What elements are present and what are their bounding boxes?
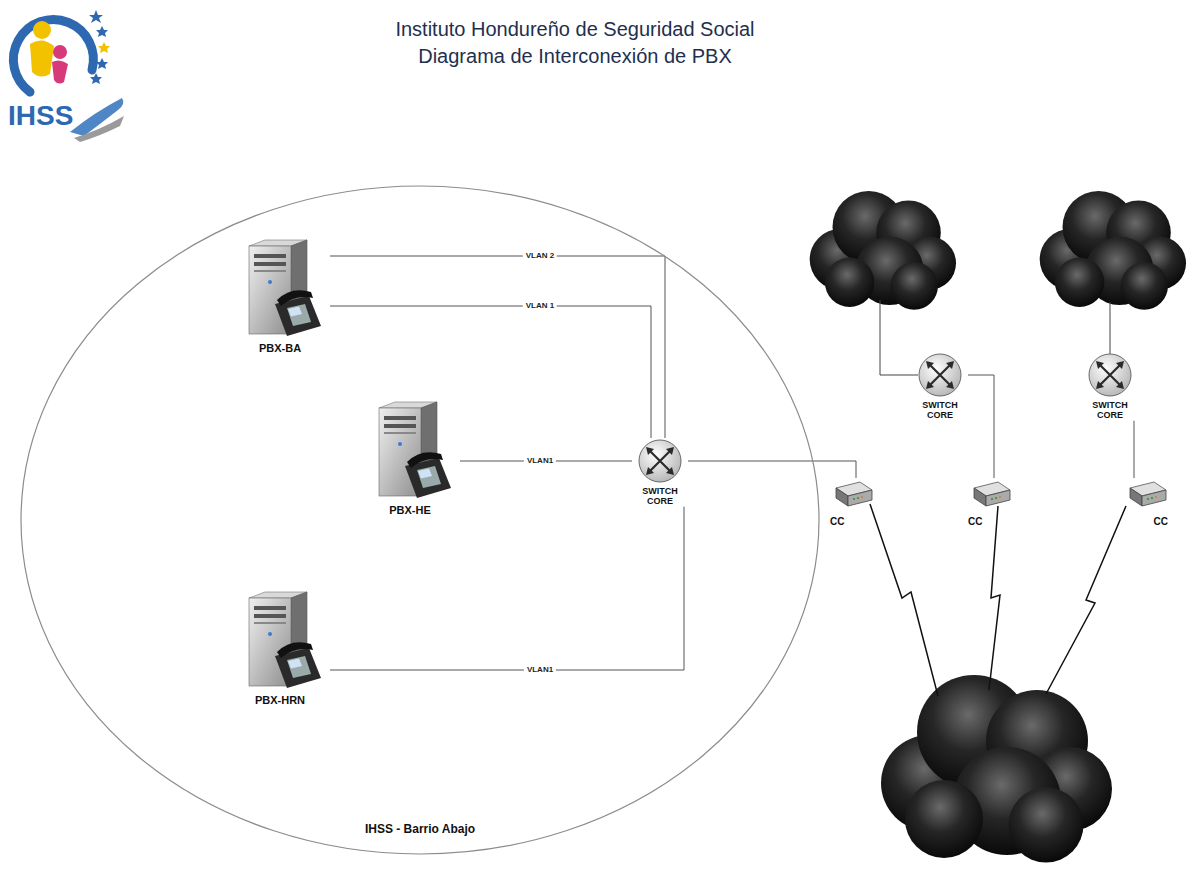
- logo-text: IHSS: [8, 100, 73, 132]
- core-switch: SWITCH CORE: [912, 352, 968, 421]
- node-label: SWITCH CORE: [632, 486, 688, 507]
- pbx-server: PBX-HRN: [230, 590, 330, 707]
- region-outline: [20, 185, 820, 855]
- vlan-label: VLAN1: [524, 457, 556, 466]
- node-label: CC: [830, 516, 844, 528]
- wire: [880, 300, 1110, 375]
- wireless-link: [870, 504, 1126, 696]
- router-icon: [1085, 352, 1135, 398]
- network-link: [688, 461, 856, 478]
- cc-modem: CC: [1112, 478, 1168, 528]
- cloud: [810, 191, 1186, 863]
- node-label: PBX-HRN: [255, 694, 305, 707]
- vlan-label: VLAN1: [524, 666, 556, 675]
- router-icon: [915, 352, 965, 398]
- vlan-label: VLAN 1: [523, 302, 557, 311]
- server-icon: [235, 590, 325, 690]
- network-link: [968, 375, 994, 478]
- node-label: CC: [968, 516, 982, 528]
- router-icon: [635, 438, 685, 484]
- vlan-label: VLAN 2: [523, 252, 557, 261]
- diagram-title: Instituto Hondureño de Seguridad Social …: [360, 16, 790, 70]
- modem-icon: [1124, 478, 1168, 510]
- cc-modem: CC: [968, 478, 1024, 528]
- node-label: SWITCH CORE: [912, 400, 968, 421]
- site-region: IHSS - Barrio Abajo PBX-BA PBX-HE PBX-HRN SW…: [20, 185, 820, 855]
- cc-modem: CC: [830, 478, 886, 528]
- pbx-server: PBX-HE: [360, 400, 460, 517]
- network-link: [330, 306, 651, 438]
- pbx-server: PBX-BA: [230, 238, 330, 355]
- core-switch: SWITCH CORE: [1082, 352, 1138, 421]
- node-label: PBX-BA: [259, 342, 301, 355]
- modem-icon: [968, 478, 1012, 510]
- region-heading: IHSS - Barrio Abajo: [362, 823, 478, 837]
- modem-icon: [830, 478, 874, 510]
- node-label: CC: [1154, 516, 1168, 528]
- node-label: SWITCH CORE: [1082, 400, 1138, 421]
- server-icon: [235, 238, 325, 338]
- core-switch: SWITCH CORE: [632, 438, 688, 507]
- node-label: PBX-HE: [389, 504, 431, 517]
- server-icon: [365, 400, 455, 500]
- network-link: [1134, 421, 1135, 478]
- network-link: [330, 507, 684, 670]
